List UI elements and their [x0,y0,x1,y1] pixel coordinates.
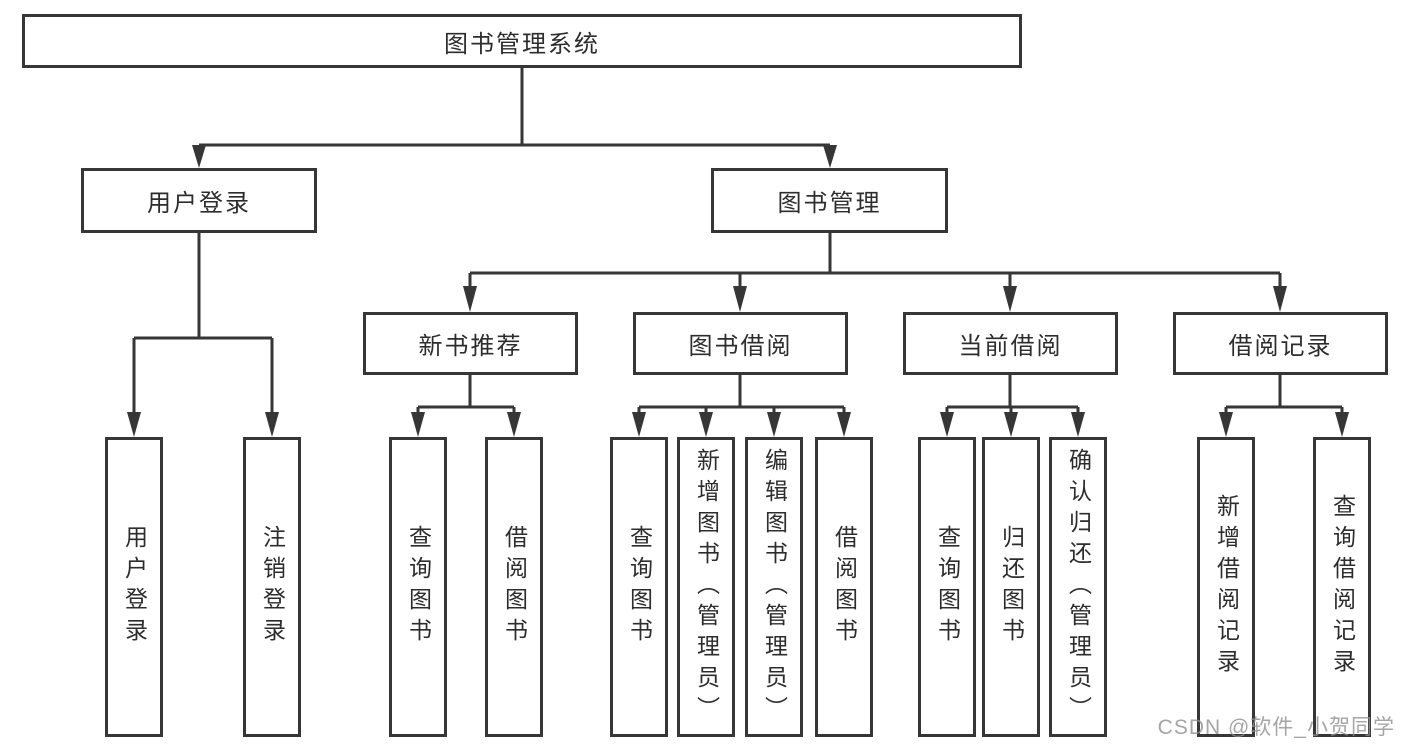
leaf-add-book-admin: 新增图书（管理员） [677,437,735,737]
leaf-borrow-books-recommend-label: 借阅图书 [501,525,528,649]
node-user-login-label: 用户登录 [147,190,251,217]
node-user-login: 用户登录 [81,168,317,233]
node-new-book-recommend: 新书推荐 [363,312,578,375]
node-book-management-label: 图书管理 [777,190,882,217]
leaf-confirm-return-admin-label: 确认归还（管理员） [1065,447,1092,727]
leaf-borrow-books-label: 借阅图书 [831,525,858,649]
leaf-return-book: 归还图书 [982,437,1040,737]
leaf-query-borrow-record: 查询借阅记录 [1313,437,1371,737]
leaf-add-book-admin-label: 新增图书（管理员） [693,447,720,727]
node-book-borrow: 图书借阅 [633,312,848,375]
watermark: CSDN @软件_小贺同学 [1157,716,1395,739]
leaf-add-borrow-record-label: 新增借阅记录 [1213,494,1240,680]
leaf-logout: 注销登录 [243,437,301,737]
leaf-borrow-books-recommend: 借阅图书 [485,437,543,737]
arrowheads [127,145,1349,437]
leaf-confirm-return-admin: 确认归还（管理员） [1049,437,1107,737]
leaf-query-books-borrow: 查询图书 [610,437,668,737]
leaf-query-books-recommend-label: 查询图书 [405,525,432,649]
leaf-return-book-label: 归还图书 [998,525,1025,649]
leaf-query-borrow-record-label: 查询借阅记录 [1329,494,1356,680]
leaf-query-books-current-label: 查询图书 [934,525,961,649]
leaf-borrow-books: 借阅图书 [815,437,873,737]
leaf-user-login: 用户登录 [105,437,163,737]
leaf-add-borrow-record: 新增借阅记录 [1197,437,1255,737]
leaf-user-login-label: 用户登录 [121,525,148,649]
node-current-borrow: 当前借阅 [903,312,1118,375]
leaf-query-books-borrow-label: 查询图书 [626,525,653,649]
node-new-book-recommend-label: 新书推荐 [418,333,523,360]
node-root-label: 图书管理系统 [444,30,600,58]
leaf-query-books-recommend: 查询图书 [389,437,447,737]
node-book-borrow-label: 图书借阅 [688,333,793,360]
node-borrow-records-label: 借阅记录 [1228,333,1333,360]
leaf-edit-book-admin-label: 编辑图书（管理员） [761,447,788,727]
node-root: 图书管理系统 [22,14,1022,68]
leaf-edit-book-admin: 编辑图书（管理员） [745,437,803,737]
node-current-borrow-label: 当前借阅 [958,333,1063,360]
leaf-query-books-current: 查询图书 [918,437,976,737]
node-book-management: 图书管理 [711,168,948,233]
node-borrow-records: 借阅记录 [1173,312,1388,375]
leaf-logout-label: 注销登录 [259,525,286,649]
